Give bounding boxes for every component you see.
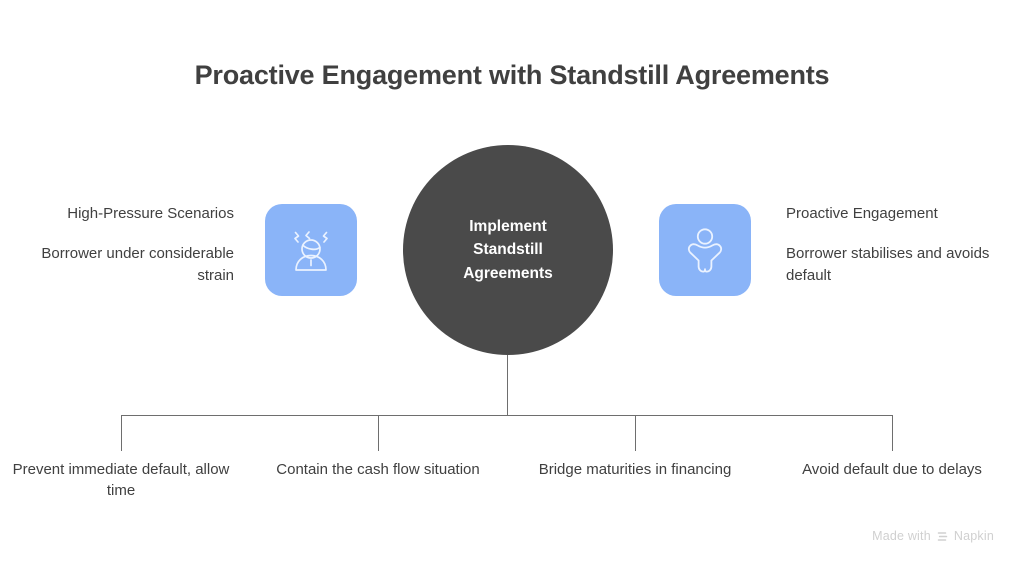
watermark-prefix: Made with bbox=[872, 529, 931, 543]
side-left-lead: High-Pressure Scenarios bbox=[67, 205, 234, 222]
central-hub-label: Implement Standstill Agreements bbox=[463, 218, 553, 282]
outcome-item-1: Prevent immediate default, allow time bbox=[12, 461, 230, 500]
connector-drop-3 bbox=[635, 415, 637, 451]
stressed-person-icon bbox=[283, 222, 339, 278]
connector-stem bbox=[507, 355, 509, 416]
watermark-brand: Napkin bbox=[953, 529, 994, 543]
connector-horizontal-bar bbox=[121, 415, 893, 417]
napkin-watermark: Made with Napkin bbox=[872, 529, 994, 543]
page-title: Proactive Engagement with Standstill Agr… bbox=[194, 60, 830, 90]
side-left-detail: Borrower under considerable strain bbox=[41, 245, 234, 284]
outcome-item-3: Bridge maturities in financing bbox=[538, 461, 732, 478]
napkin-chevrons-icon bbox=[936, 530, 949, 543]
side-right-lead: Proactive Engagement bbox=[786, 205, 938, 222]
side-text-left: High-Pressure Scenarios Borrower under c… bbox=[24, 203, 234, 286]
outcome-item-2: Contain the cash flow situation bbox=[276, 461, 480, 478]
central-hub[interactable]: Implement Standstill Agreements bbox=[403, 145, 613, 355]
icon-tile-left[interactable] bbox=[265, 204, 357, 296]
outcome-item-4: Avoid default due to delays bbox=[802, 461, 982, 478]
side-right-detail: Borrower stabilises and avoids default bbox=[786, 245, 990, 284]
connector-drop-2 bbox=[378, 415, 380, 451]
connector-drop-1 bbox=[121, 415, 123, 451]
connector-drop-4 bbox=[892, 415, 894, 451]
celebrating-person-icon bbox=[677, 222, 733, 278]
icon-tile-right[interactable] bbox=[659, 204, 751, 296]
side-text-right: Proactive Engagement Borrower stabilises… bbox=[786, 203, 1001, 286]
